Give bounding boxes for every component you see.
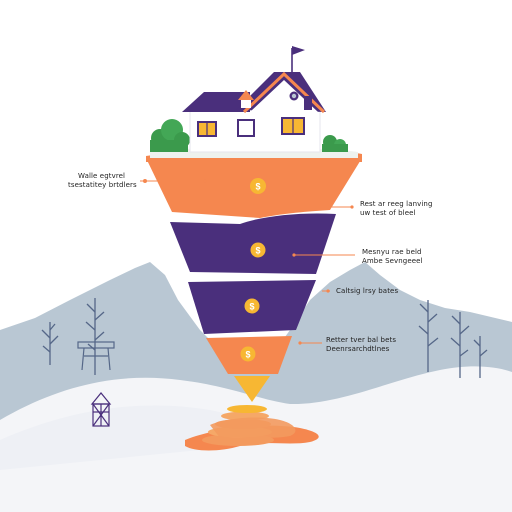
bare-tree-icon bbox=[41, 322, 59, 365]
annotation-5-line2: Deenrsarchdtlnes bbox=[326, 345, 390, 353]
annotation-1-line2: tsestatitey brtdlers bbox=[68, 181, 137, 189]
flag-icon bbox=[292, 46, 305, 55]
bare-tree-icon bbox=[85, 298, 105, 375]
bare-tree-icon bbox=[418, 300, 439, 372]
svg-text:$: $ bbox=[249, 302, 254, 312]
connector-lines bbox=[140, 180, 355, 344]
bare-tree-icon bbox=[450, 312, 470, 378]
svg-text:$: $ bbox=[245, 350, 250, 360]
annotation-3-line2: Ambe Sevngeeel bbox=[362, 257, 423, 265]
cabin-icon bbox=[90, 392, 112, 427]
coin-stack-icon bbox=[185, 405, 319, 451]
funnel-tip bbox=[234, 376, 270, 402]
annotation-2-line2: uw test of bleel bbox=[360, 209, 416, 217]
lookout-tower-icon bbox=[77, 341, 115, 371]
bare-tree-icon bbox=[473, 336, 488, 378]
annotation-3: Mesnyu rae beld Ambe Sevngeeel bbox=[362, 248, 423, 266]
coin-icon: $ bbox=[250, 242, 266, 258]
connector-dots bbox=[143, 179, 354, 345]
annotation-3-line1: Mesnyu rae beld bbox=[362, 248, 422, 256]
svg-text:$: $ bbox=[255, 246, 260, 256]
house-icon bbox=[182, 46, 326, 153]
annotation-1: Walle egtvrel tsestatitey brtdlers bbox=[68, 172, 137, 190]
bush-icon bbox=[150, 119, 190, 152]
annotation-2-line1: Rest ar reeg lanving bbox=[360, 200, 433, 208]
bush-icon bbox=[322, 135, 348, 152]
annotation-5-line1: Retter tver bal bets bbox=[326, 336, 397, 344]
coin-icon: $ bbox=[244, 298, 260, 314]
svg-text:$: $ bbox=[255, 182, 260, 192]
annotation-5: Retter tver bal bets Deenrsarchdtlnes bbox=[326, 336, 396, 354]
annotation-4: Caltsig lrsy bates bbox=[336, 287, 398, 296]
coin-icon: $ bbox=[240, 346, 256, 362]
annotation-1-line1: Walle egtvrel bbox=[78, 172, 126, 180]
coin-icon: $ bbox=[250, 178, 266, 194]
annotation-4-line1: Caltsig lrsy bates bbox=[336, 287, 399, 295]
annotation-2: Rest ar reeg lanving uw test of bleel bbox=[360, 200, 433, 218]
funnel-layer-2 bbox=[170, 213, 336, 274]
